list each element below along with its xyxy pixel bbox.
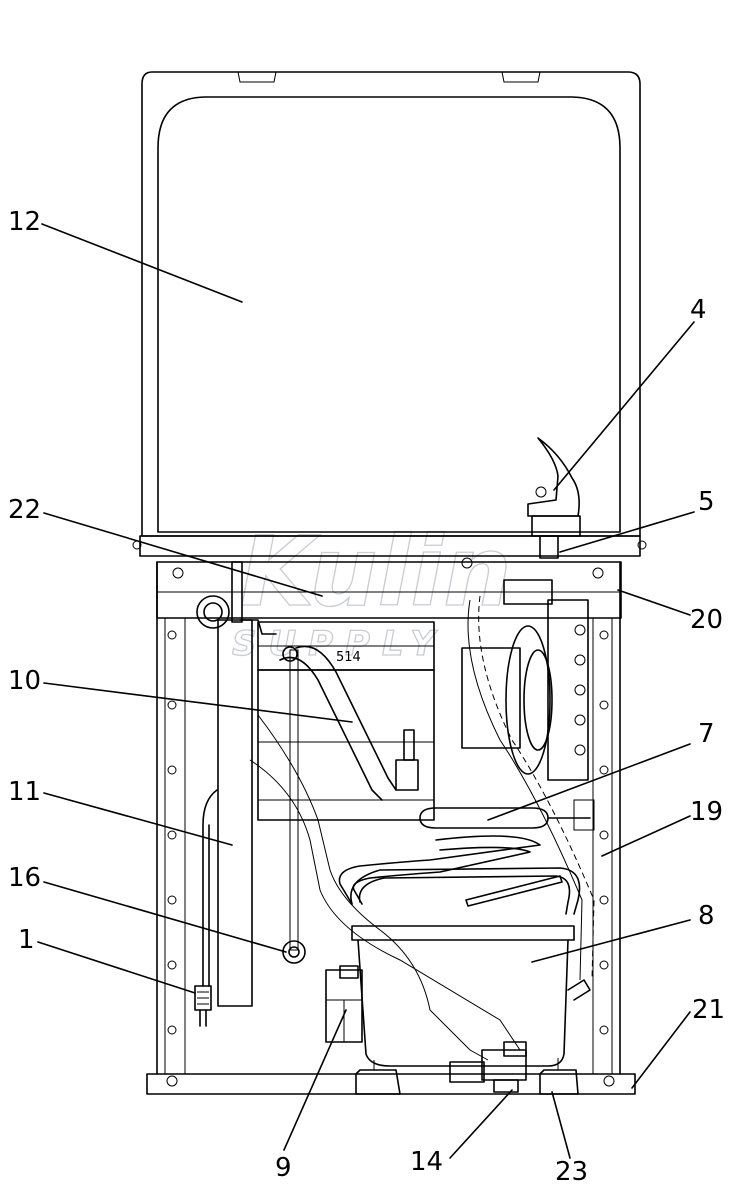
leader-9 xyxy=(283,1009,347,1151)
leader-21 xyxy=(631,1011,691,1089)
grommet xyxy=(282,649,306,964)
callout-5: 5 xyxy=(698,487,715,517)
leader-10 xyxy=(43,682,353,723)
callout-19: 19 xyxy=(690,797,723,827)
callout-14: 14 xyxy=(410,1147,443,1177)
watermark-line2: SUPPLY xyxy=(232,624,447,664)
callout-8: 8 xyxy=(698,901,715,931)
leader-23 xyxy=(551,1091,571,1159)
leader-22 xyxy=(43,512,323,597)
leader-16 xyxy=(43,881,287,953)
watermark-line1: Kulin xyxy=(240,516,512,628)
component-marking: 514 xyxy=(336,650,361,665)
leader-12 xyxy=(41,223,243,303)
callout-20: 20 xyxy=(690,605,723,635)
base-pan xyxy=(146,1073,636,1095)
power-cord xyxy=(194,789,218,1027)
drain-bracket xyxy=(196,561,277,1007)
condenser xyxy=(461,579,595,981)
basin xyxy=(132,71,647,557)
leader-20 xyxy=(617,589,691,616)
callout-23: 23 xyxy=(555,1157,588,1187)
bubbler xyxy=(527,437,581,559)
drier xyxy=(419,799,595,831)
callout-1: 1 xyxy=(18,925,35,955)
watermark: Kulin SUPPLY xyxy=(231,515,512,664)
refrigerant-tubing xyxy=(338,835,581,915)
leader-19 xyxy=(601,815,691,857)
callout-10: 10 xyxy=(8,666,41,696)
leader-11 xyxy=(43,792,233,846)
leader-14 xyxy=(449,1089,513,1159)
leader-1 xyxy=(37,941,196,994)
callout-12: 12 xyxy=(8,207,41,237)
callout-4: 4 xyxy=(690,295,707,325)
inlet-hose xyxy=(249,645,521,1061)
leader-5 xyxy=(559,511,695,553)
callout-labels: 12 4 22 5 20 10 7 11 19 16 8 1 21 9 14 2… xyxy=(8,207,725,1187)
control-valve xyxy=(449,1041,527,1093)
compressor xyxy=(351,925,591,1067)
callout-11: 11 xyxy=(8,777,41,807)
callout-9: 9 xyxy=(275,1153,292,1183)
relay-box xyxy=(325,965,363,1043)
leader-8 xyxy=(531,919,691,963)
leader-7 xyxy=(487,743,691,821)
chiller-tank: 514 xyxy=(257,621,435,821)
leader-4 xyxy=(553,321,695,491)
callout-21: 21 xyxy=(692,995,725,1025)
callout-22: 22 xyxy=(8,495,41,525)
feet xyxy=(355,1058,579,1095)
cabinet-frame xyxy=(156,561,621,1075)
callout-16: 16 xyxy=(8,863,41,893)
leader-lines xyxy=(37,223,695,1159)
callout-7: 7 xyxy=(698,719,715,749)
